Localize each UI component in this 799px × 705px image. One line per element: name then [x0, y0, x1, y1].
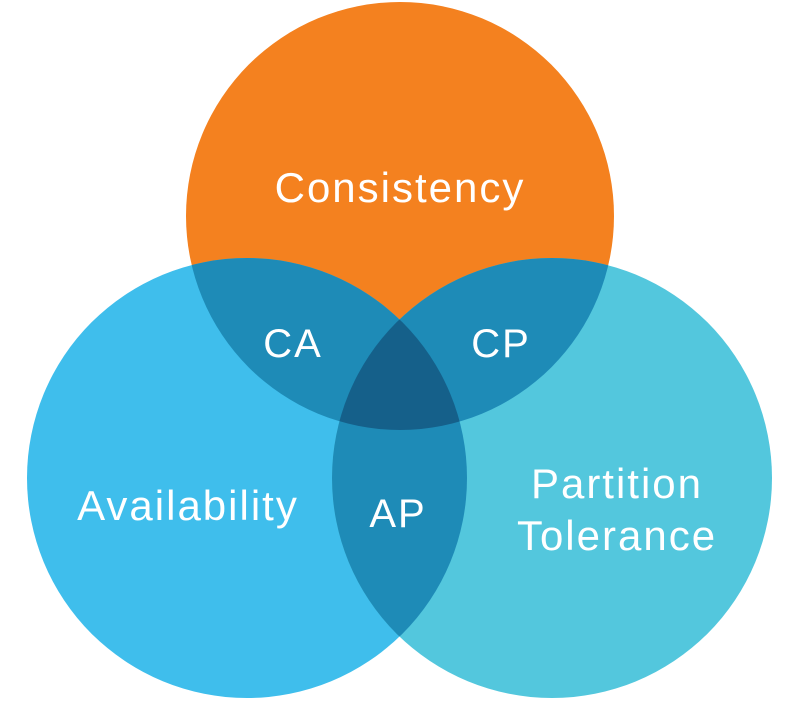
partition-tolerance-label-line1: Partition [531, 460, 703, 507]
ca-overlap-region [186, 258, 467, 430]
ca-overlap-label: CA [263, 322, 323, 366]
consistency-label: Consistency [275, 164, 526, 211]
ap-overlap-label: AP [369, 492, 426, 536]
partition-tolerance-label-line2: Tolerance [517, 512, 717, 559]
cp-overlap-region [332, 258, 614, 430]
availability-label: Availability [77, 482, 299, 529]
cp-overlap-label: CP [471, 322, 531, 366]
